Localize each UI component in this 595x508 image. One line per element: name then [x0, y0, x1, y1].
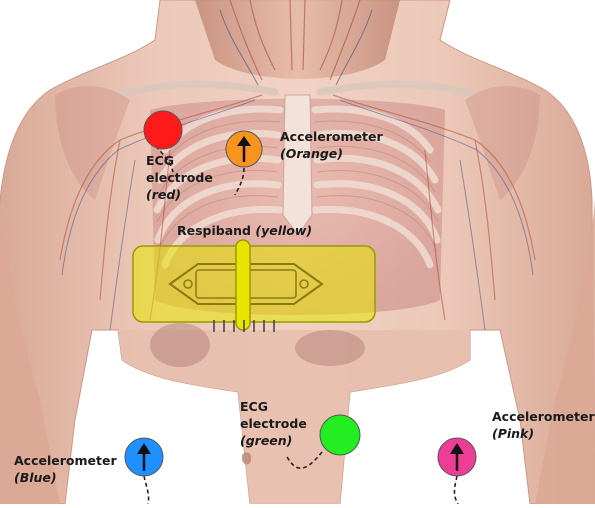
acc-orange-color: (Orange) — [280, 146, 343, 161]
respiband — [133, 240, 375, 332]
ecg-red-line1: ECG — [146, 152, 213, 169]
respiband-color: (yellow) — [255, 223, 312, 238]
accelerometer-pink-label: Accelerometer (Pink) — [492, 408, 595, 442]
navel — [242, 452, 251, 464]
accelerometer-blue — [125, 438, 163, 476]
ecg-green-color: (green) — [240, 433, 292, 448]
ecg-electrode-red — [144, 111, 182, 149]
acc-pink-line1: Accelerometer — [492, 408, 595, 425]
accelerometer-orange — [226, 131, 262, 167]
ecg-green-line3: (green) — [240, 432, 307, 449]
accelerometer-pink — [438, 438, 476, 476]
ecg-electrode-green — [320, 415, 360, 455]
ecg-green-line1: ECG — [240, 398, 307, 415]
acc-blue-line1: Accelerometer — [14, 452, 117, 469]
respiband-name: Respiband — [177, 223, 251, 238]
ecg-green-label: ECG electrode (green) — [240, 398, 307, 449]
ecg-red-line3: (red) — [146, 186, 213, 203]
respiband-label: Respiband (yellow) — [177, 222, 312, 239]
accelerometer-orange-label: Accelerometer (Orange) — [280, 128, 383, 162]
sternum — [283, 95, 312, 235]
ecg-red-line2: electrode — [146, 169, 213, 186]
ecg-red-label: ECG electrode (red) — [146, 152, 213, 203]
ecg-red-color: (red) — [146, 187, 181, 202]
acc-pink-color: (Pink) — [492, 426, 534, 441]
ecg-green-line2: electrode — [240, 415, 307, 432]
acc-orange-line1: Accelerometer — [280, 128, 383, 145]
acc-blue-line2: (Blue) — [14, 469, 117, 486]
acc-orange-line2: (Orange) — [280, 145, 383, 162]
acc-pink-line2: (Pink) — [492, 425, 595, 442]
accelerometer-blue-label: Accelerometer (Blue) — [14, 452, 117, 486]
acc-blue-color: (Blue) — [14, 470, 57, 485]
